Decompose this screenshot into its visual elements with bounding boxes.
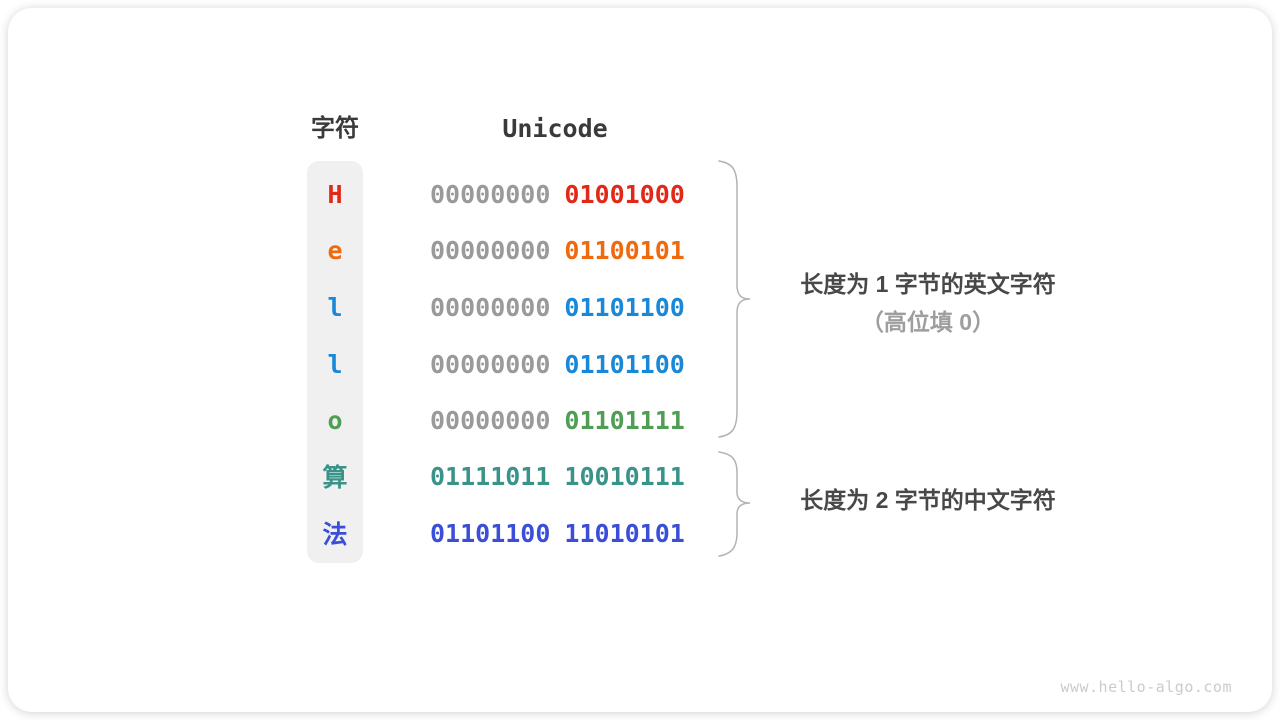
unicode-bytes: 00000000 01001000: [430, 166, 685, 222]
char-cell: l: [327, 349, 343, 379]
char-cell: l: [327, 292, 343, 322]
unicode-bytes: 00000000 01101100: [430, 336, 685, 392]
annotation-line-1: 长度为 1 字节的英文字符: [800, 271, 1056, 297]
column-header-unicode: Unicode: [502, 114, 608, 143]
char-cell: 算: [322, 463, 348, 492]
unicode-bytes: 00000000 01101111: [430, 392, 685, 448]
annotation-line-2: （高位填 0）: [860, 309, 996, 335]
table-row: l 00000000 01101100: [0, 279, 1280, 335]
byte-low: 01101111: [564, 405, 685, 435]
byte-low: 01100101: [564, 235, 685, 265]
byte-high: 01111011: [430, 461, 551, 491]
byte-high: 00000000: [430, 349, 551, 379]
table-row: 算 01111011 10010111: [0, 448, 1280, 504]
char-cell: o: [327, 405, 343, 435]
unicode-bytes: 01101100 11010101: [430, 505, 685, 561]
watermark-url: www.hello-algo.com: [1060, 678, 1232, 696]
character-column-background: [307, 161, 363, 563]
annotation-english-group: 长度为 1 字节的英文字符 （高位填 0）: [758, 265, 1098, 341]
byte-low: 01001000: [564, 179, 685, 209]
byte-low: 01101100: [564, 292, 685, 322]
brace-chinese-group: [716, 451, 754, 557]
byte-low: 11010101: [564, 518, 685, 548]
table-row: H 00000000 01001000: [0, 166, 1280, 222]
byte-high: 00000000: [430, 179, 551, 209]
char-cell: e: [327, 235, 343, 265]
brace-english-group: [716, 160, 754, 438]
char-cell: H: [327, 179, 343, 209]
table-row: l 00000000 01101100: [0, 336, 1280, 392]
byte-high: 00000000: [430, 292, 551, 322]
table-row: e 00000000 01100101: [0, 222, 1280, 278]
table-row: 法 01101100 11010101: [0, 505, 1280, 561]
byte-high: 00000000: [430, 235, 551, 265]
table-row: o 00000000 01101111: [0, 392, 1280, 448]
unicode-bytes: 00000000 01100101: [430, 222, 685, 278]
diagram-card: [8, 8, 1272, 712]
byte-high: 01101100: [430, 518, 551, 548]
byte-low: 10010111: [564, 461, 685, 491]
char-cell: 法: [322, 520, 348, 549]
annotation-line-1: 长度为 2 字节的中文字符: [800, 487, 1056, 513]
unicode-bytes: 01111011 10010111: [430, 448, 685, 504]
byte-high: 00000000: [430, 405, 551, 435]
annotation-chinese-group: 长度为 2 字节的中文字符: [758, 481, 1098, 519]
column-header-character: 字符: [311, 115, 359, 142]
byte-low: 01101100: [564, 349, 685, 379]
unicode-bytes: 00000000 01101100: [430, 279, 685, 335]
